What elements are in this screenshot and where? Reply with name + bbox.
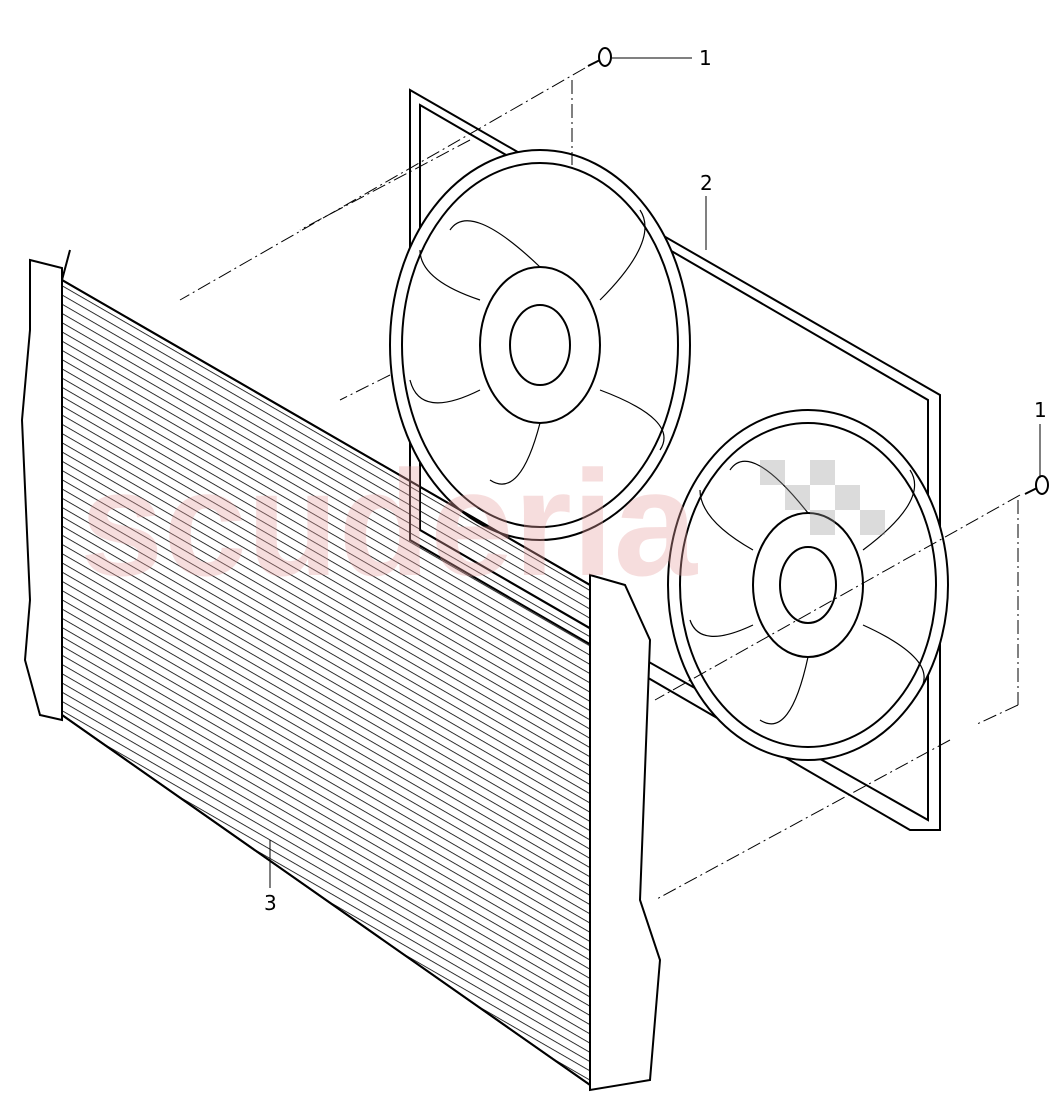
callout-3: 3 bbox=[264, 891, 277, 915]
fan-shroud bbox=[389, 88, 949, 831]
callout-2: 2 bbox=[700, 171, 713, 195]
bolt-icon bbox=[587, 47, 1049, 495]
assembly-lines bbox=[179, 67, 1021, 901]
callout-1-right: 1 bbox=[1034, 398, 1047, 422]
callout-1-top: 1 bbox=[699, 46, 712, 70]
fan-2 bbox=[667, 409, 949, 761]
leader-lines bbox=[269, 57, 1041, 888]
watermark-logo: scuderia bbox=[80, 439, 885, 607]
fan-1 bbox=[389, 149, 691, 541]
radiator bbox=[20, 249, 662, 1092]
svg-text:scuderia: scuderia bbox=[80, 439, 699, 607]
